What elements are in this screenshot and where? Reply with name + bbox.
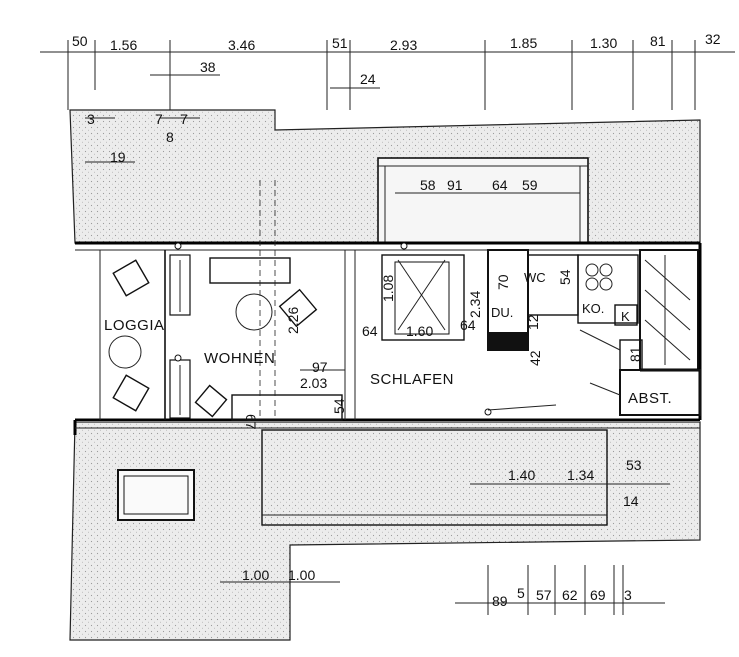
dim-left-1: 3 [87,111,95,127]
dim-top-8: 81 [650,33,666,49]
dim-inner-10: 2.26 [285,307,301,334]
dim-top2-1: 38 [200,59,216,75]
dim-window-4: 59 [522,177,538,193]
room-labels: LOGGIA WOHNEN SCHLAFEN KO. ABST. DU. WC … [104,270,672,407]
dim-inner-11: 97 [312,359,328,375]
room-label-abstell: ABST. [628,390,672,407]
dim-window-1: 58 [420,177,436,193]
dim-inner-4: 70 [495,274,511,290]
dim-inner-15: 81 [627,346,643,362]
dim-top-2: 1.56 [110,37,137,53]
dim-window-2: 91 [447,177,463,193]
dim-inner-1: 1.08 [380,275,396,302]
dim-inner-7: 42 [527,350,543,366]
dim-inner-2: 1.60 [406,323,433,339]
dim-bottom-6: 3 [624,587,632,603]
dim-top-7: 1.30 [590,35,617,51]
dim-left-2: 7 [155,111,163,127]
dim-bottom-right-1: 1.40 [508,467,535,483]
dim-top-3: 3.46 [228,37,255,53]
dim-bottom-right-3: 53 [626,457,642,473]
dim-bottom-right-2: 1.34 [567,467,594,483]
dim-top-6: 1.85 [510,35,537,51]
dim-top2-2: 24 [360,71,376,87]
dim-top-5: 2.93 [390,37,417,53]
dim-top-1: 50 [72,33,88,49]
dim-bottom-3: 57 [536,587,552,603]
room-label-wc: WC [524,270,546,285]
dim-window-3: 64 [492,177,508,193]
dim-inner-13: 54 [331,398,347,414]
dim-bottom-left-1: 1.00 [242,567,269,583]
room-label-schlafen: SCHLAFEN [370,371,454,388]
dim-inner-14: 67 [243,414,259,430]
dim-inner-3: 2.34 [467,291,483,318]
room-label-wohnen: WOHNEN [204,350,275,367]
room-label-kuehlschrank: K [621,309,630,324]
room-label-dusche: DU. [491,305,513,320]
dim-left-3: 7 [180,111,188,127]
top-dormer [377,157,589,244]
dim-inner-12: 2.03 [300,375,327,391]
dim-inner-5: 54 [557,269,573,285]
room-label-kochen: KO. [582,301,604,316]
dim-left-5: 19 [110,149,126,165]
dim-top-9: 32 [705,31,721,47]
dim-bottom-2: 5 [517,585,525,601]
skylight [117,469,195,521]
dim-bottom-4: 62 [562,587,578,603]
dim-bottom-1: 89 [492,593,508,609]
dim-inner-9: 64 [460,317,476,333]
dim-bottom-right-4: 14 [623,493,639,509]
dimension-lines [40,40,735,615]
dimension-texts: 50 1.56 3.46 51 2.93 1.85 1.30 81 32 38 … [72,31,721,609]
dim-inner-8: 64 [362,323,378,339]
room-label-loggia: LOGGIA [104,317,165,334]
dim-left-4: 8 [166,129,174,145]
dim-bottom-left-2: 1.00 [288,567,315,583]
dim-bottom-5: 69 [590,587,606,603]
dim-top-4: 51 [332,35,348,51]
dim-inner-6: 12 [525,314,541,330]
floor [73,180,702,435]
bottom-dormer [261,429,608,526]
